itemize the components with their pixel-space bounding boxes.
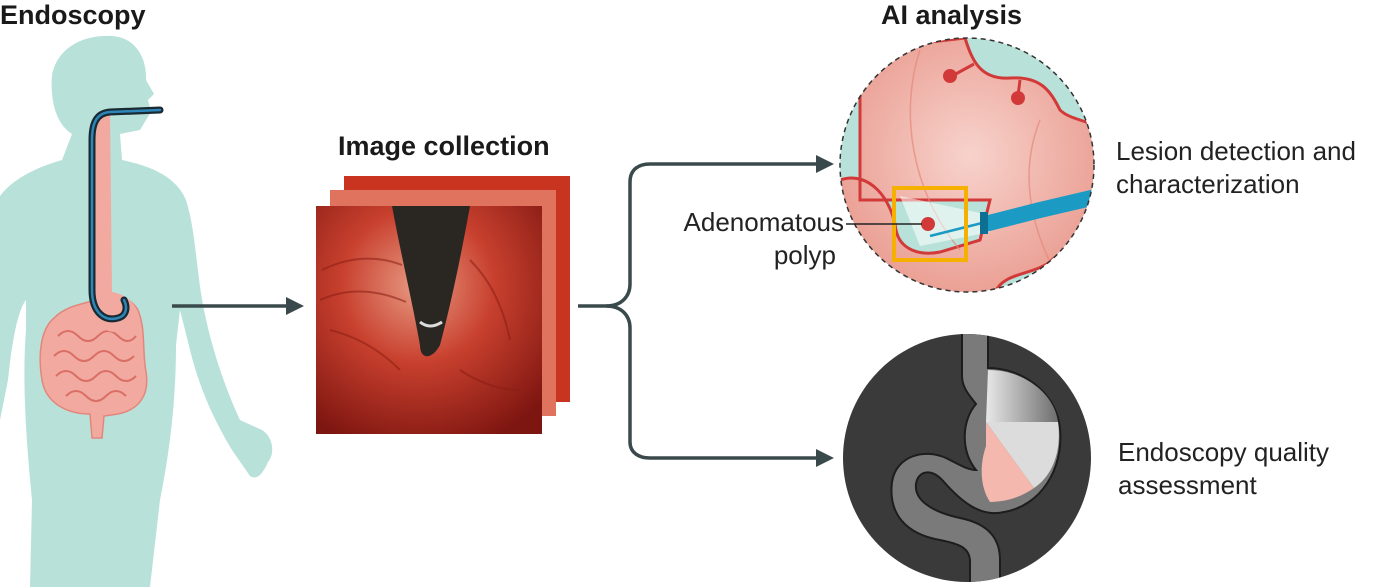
stomach-segment-middle — [986, 422, 1059, 488]
stomach-segment-upper — [986, 370, 1058, 422]
adenomatous-polyp-label: Adenomatous polyp — [648, 206, 844, 271]
ai-analysis-circle — [839, 37, 1095, 293]
endoscope-tube — [88, 106, 164, 323]
esophagus-stomach-illustration — [92, 112, 139, 333]
quality-assessment-label: Endoscopy quality assessment — [1118, 436, 1329, 501]
stomach-segment-lower — [981, 422, 1034, 502]
heading-ai-analysis: AI analysis — [881, 0, 1023, 30]
lesion-detection-label: Lesion detection and characterization — [1116, 135, 1356, 200]
quality-label-line2: assessment — [1118, 469, 1257, 500]
lesion-tissue-region — [840, 38, 1094, 292]
quality-label-line1: Endoscopy quality — [1118, 437, 1330, 467]
arrow-to-image-collection — [172, 297, 304, 315]
lesion-label-line2: characterization — [1116, 168, 1300, 199]
heading-image-collection: Image collection — [338, 131, 550, 161]
endoscopic-frame-front — [316, 206, 542, 434]
lesion-label-line1: Lesion detection and — [1116, 136, 1356, 166]
polyp-label-line1: Adenomatous — [683, 207, 844, 237]
branching-bracket-arrow — [578, 155, 834, 467]
heading-endoscopy: Endoscopy — [0, 0, 146, 30]
polyp-marker — [921, 217, 935, 231]
quality-assessment-circle — [843, 334, 1091, 582]
ai-circle-border — [839, 37, 1095, 293]
polyp-label-line2: polyp — [773, 239, 836, 270]
endoscopic-image-stack — [316, 176, 570, 434]
lesion-markers — [943, 62, 1025, 105]
